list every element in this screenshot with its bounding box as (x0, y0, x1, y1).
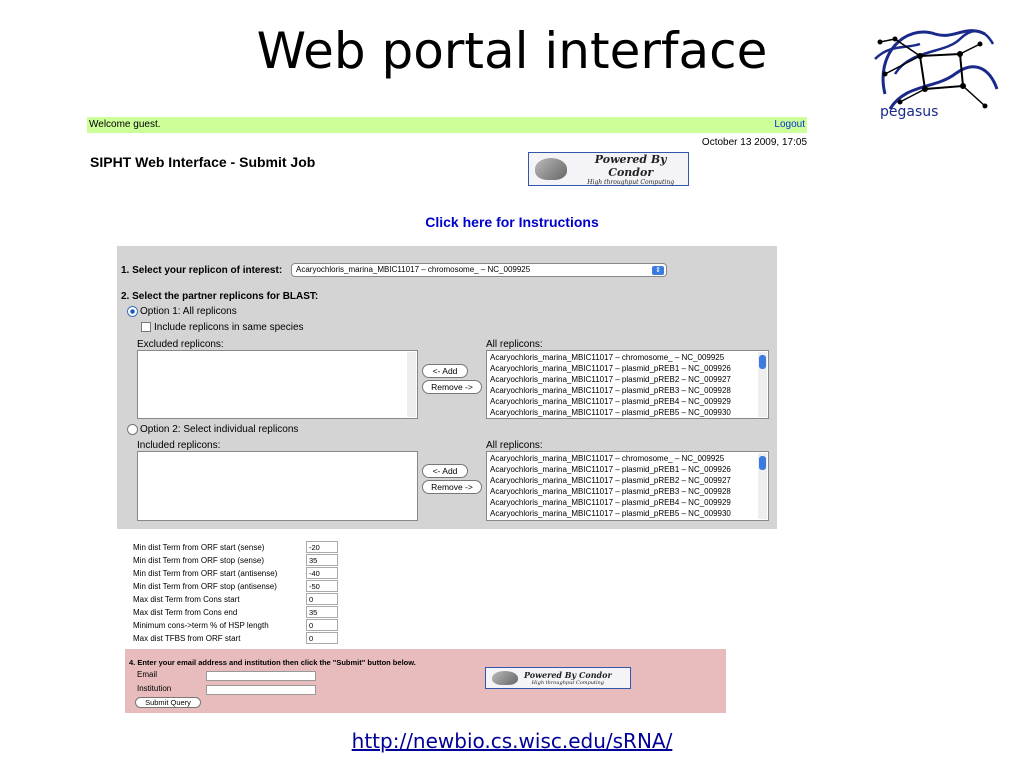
add-button-2[interactable]: <- Add (422, 464, 468, 478)
param-input[interactable]: 35 (306, 606, 338, 618)
listbox-scrollbar[interactable] (758, 453, 767, 519)
list-item[interactable]: Acaryochloris_marina_MBIC11017 – plasmid… (490, 364, 731, 373)
param-input[interactable]: 0 (306, 619, 338, 631)
submit-panel: 4. Enter your email address and institut… (125, 649, 726, 713)
param-label: Min dist Term from ORF start (antisense) (133, 569, 278, 578)
institution-label: Institution (137, 684, 172, 693)
list-item[interactable]: Acaryochloris_marina_MBIC11017 – chromos… (490, 454, 725, 463)
badge-title: Powered By Condor (594, 152, 667, 179)
datetime: October 13 2009, 17:05 (701, 137, 807, 148)
param-label: Max dist TFBS from ORF start (133, 634, 241, 643)
step1-label: 1. Select your replicon of interest: (121, 265, 283, 276)
list-item[interactable]: Acaryochloris_marina_MBIC11017 – plasmid… (490, 476, 731, 485)
welcome-text: Welcome guest. (89, 119, 161, 130)
welcome-bar: Welcome guest. Logout (87, 117, 807, 133)
list-item[interactable]: Acaryochloris_marina_MBIC11017 – chromos… (490, 353, 725, 362)
param-row: Max dist TFBS from ORF start 0 (133, 632, 433, 645)
all-replicons-label-2: All replicons: (486, 440, 543, 451)
scroll-thumb[interactable] (759, 456, 766, 470)
portal-url-link[interactable]: http://newbio.cs.wisc.edu/sRNA/ (351, 729, 673, 753)
list-item[interactable]: Acaryochloris_marina_MBIC11017 – plasmid… (490, 397, 731, 406)
submit-button[interactable]: Submit Query (135, 697, 201, 708)
replicon-select[interactable]: Acaryochloris_marina_MBIC11017 – chromos… (291, 263, 667, 277)
select-arrows-icon: ⇕ (652, 266, 664, 275)
logo-text: pegasus (880, 104, 939, 120)
option2-radio[interactable] (127, 424, 138, 435)
param-row: Min dist Term from ORF stop (antisense) … (133, 580, 433, 593)
page-title: SIPHT Web Interface - Submit Job (90, 154, 316, 170)
param-label: Min dist Term from ORF stop (antisense) (133, 582, 277, 591)
same-species-checkbox[interactable] (141, 322, 151, 333)
param-row: Min dist Term from ORF start (sense) -20 (133, 541, 433, 554)
all-replicons-listbox-2[interactable]: Acaryochloris_marina_MBIC11017 – chromos… (486, 451, 769, 521)
instructions-link[interactable]: Click here for Instructions (425, 214, 599, 230)
list-item[interactable]: Acaryochloris_marina_MBIC11017 – plasmid… (490, 498, 731, 507)
pegasus-logo (874, 29, 999, 110)
list-item[interactable]: Acaryochloris_marina_MBIC11017 – plasmid… (490, 487, 731, 496)
excluded-listbox[interactable] (137, 350, 418, 419)
step4-label: 4. Enter your email address and institut… (129, 658, 416, 667)
badge-title: Powered By Condor (524, 670, 612, 680)
param-row: Min dist Term from ORF start (antisense)… (133, 567, 433, 580)
param-label: Min dist Term from ORF start (sense) (133, 543, 265, 552)
param-label: Max dist Term from Cons start (133, 595, 240, 604)
condor-icon (535, 158, 568, 180)
list-item[interactable]: Acaryochloris_marina_MBIC11017 – plasmid… (490, 465, 731, 474)
included-listbox[interactable] (137, 451, 418, 521)
param-input[interactable]: 0 (306, 632, 338, 644)
param-label: Minimum cons->term % of HSP length (133, 621, 269, 630)
remove-button-1[interactable]: Remove -> (422, 380, 482, 394)
same-species-label: Include replicons in same species (154, 322, 304, 333)
condor-badge: Powered By Condor High throughput Comput… (485, 667, 631, 689)
condor-icon (492, 671, 518, 685)
param-input[interactable]: 35 (306, 554, 338, 566)
included-label: Included replicons: (137, 440, 221, 451)
badge-subtitle: High throughput Computing (531, 680, 604, 686)
all-replicons-listbox-1[interactable]: Acaryochloris_marina_MBIC11017 – chromos… (486, 350, 769, 419)
listbox-scrollbar[interactable] (758, 352, 767, 417)
param-input[interactable]: -50 (306, 580, 338, 592)
option1-label: Option 1: All replicons (140, 306, 237, 318)
email-field[interactable] (206, 671, 316, 681)
param-row: Min dist Term from ORF stop (sense) 35 (133, 554, 433, 567)
option1-row[interactable]: Option 1: All replicons (127, 306, 237, 317)
list-item[interactable]: Acaryochloris_marina_MBIC11017 – plasmid… (490, 386, 731, 395)
option2-label: Option 2: Select individual replicons (140, 424, 299, 436)
email-label: Email (137, 670, 158, 679)
slide-title: Web portal interface (256, 22, 768, 80)
add-button-1[interactable]: <- Add (422, 364, 468, 378)
list-item[interactable]: Acaryochloris_marina_MBIC11017 – plasmid… (490, 375, 731, 384)
option1-radio[interactable] (127, 306, 138, 317)
replicon-panel: 1. Select your replicon of interest: Aca… (117, 246, 777, 529)
list-item[interactable]: Acaryochloris_marina_MBIC11017 – plasmid… (490, 408, 731, 417)
param-row: Max dist Term from Cons end 35 (133, 606, 433, 619)
badge-subtitle: High throughput Computing (587, 178, 675, 186)
param-input[interactable]: -40 (306, 567, 338, 579)
scroll-thumb[interactable] (759, 355, 766, 369)
replicon-select-value: Acaryochloris_marina_MBIC11017 – chromos… (296, 265, 531, 274)
param-label: Max dist Term from Cons end (133, 608, 238, 617)
param-input[interactable]: -20 (306, 541, 338, 553)
param-input[interactable]: 0 (306, 593, 338, 605)
condor-badge: Powered By Condor High throughput Comput… (528, 152, 689, 186)
param-row: Minimum cons->term % of HSP length 0 (133, 619, 433, 632)
param-row: Max dist Term from Cons start 0 (133, 593, 433, 606)
all-replicons-label-1: All replicons: (486, 339, 543, 350)
excluded-label: Excluded replicons: (137, 339, 224, 350)
param-label: Min dist Term from ORF stop (sense) (133, 556, 264, 565)
remove-button-2[interactable]: Remove -> (422, 480, 482, 494)
listbox-scrollbar[interactable] (407, 352, 416, 417)
same-species-row[interactable]: Include replicons in same species (141, 322, 304, 333)
option2-row[interactable]: Option 2: Select individual replicons (127, 424, 298, 435)
institution-field[interactable] (206, 685, 316, 695)
logout-link[interactable]: Logout (774, 119, 805, 130)
step2-label: 2. Select the partner replicons for BLAS… (121, 291, 319, 302)
list-item[interactable]: Acaryochloris_marina_MBIC11017 – plasmid… (490, 509, 731, 518)
